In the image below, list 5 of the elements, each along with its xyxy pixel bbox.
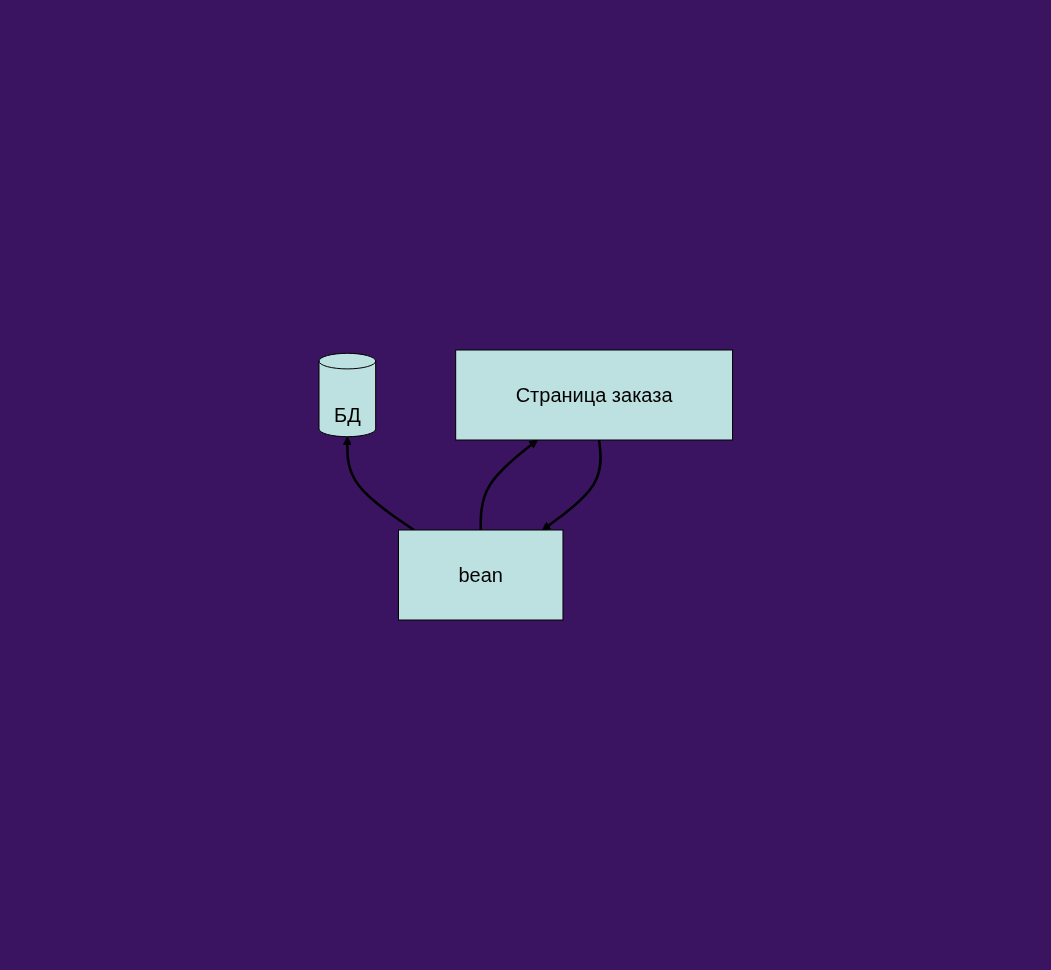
node-box: Страница заказа	[454, 349, 733, 441]
node-box: bean	[397, 529, 564, 621]
arrow	[479, 439, 538, 530]
arrow	[541, 439, 602, 531]
arrow	[342, 436, 415, 532]
